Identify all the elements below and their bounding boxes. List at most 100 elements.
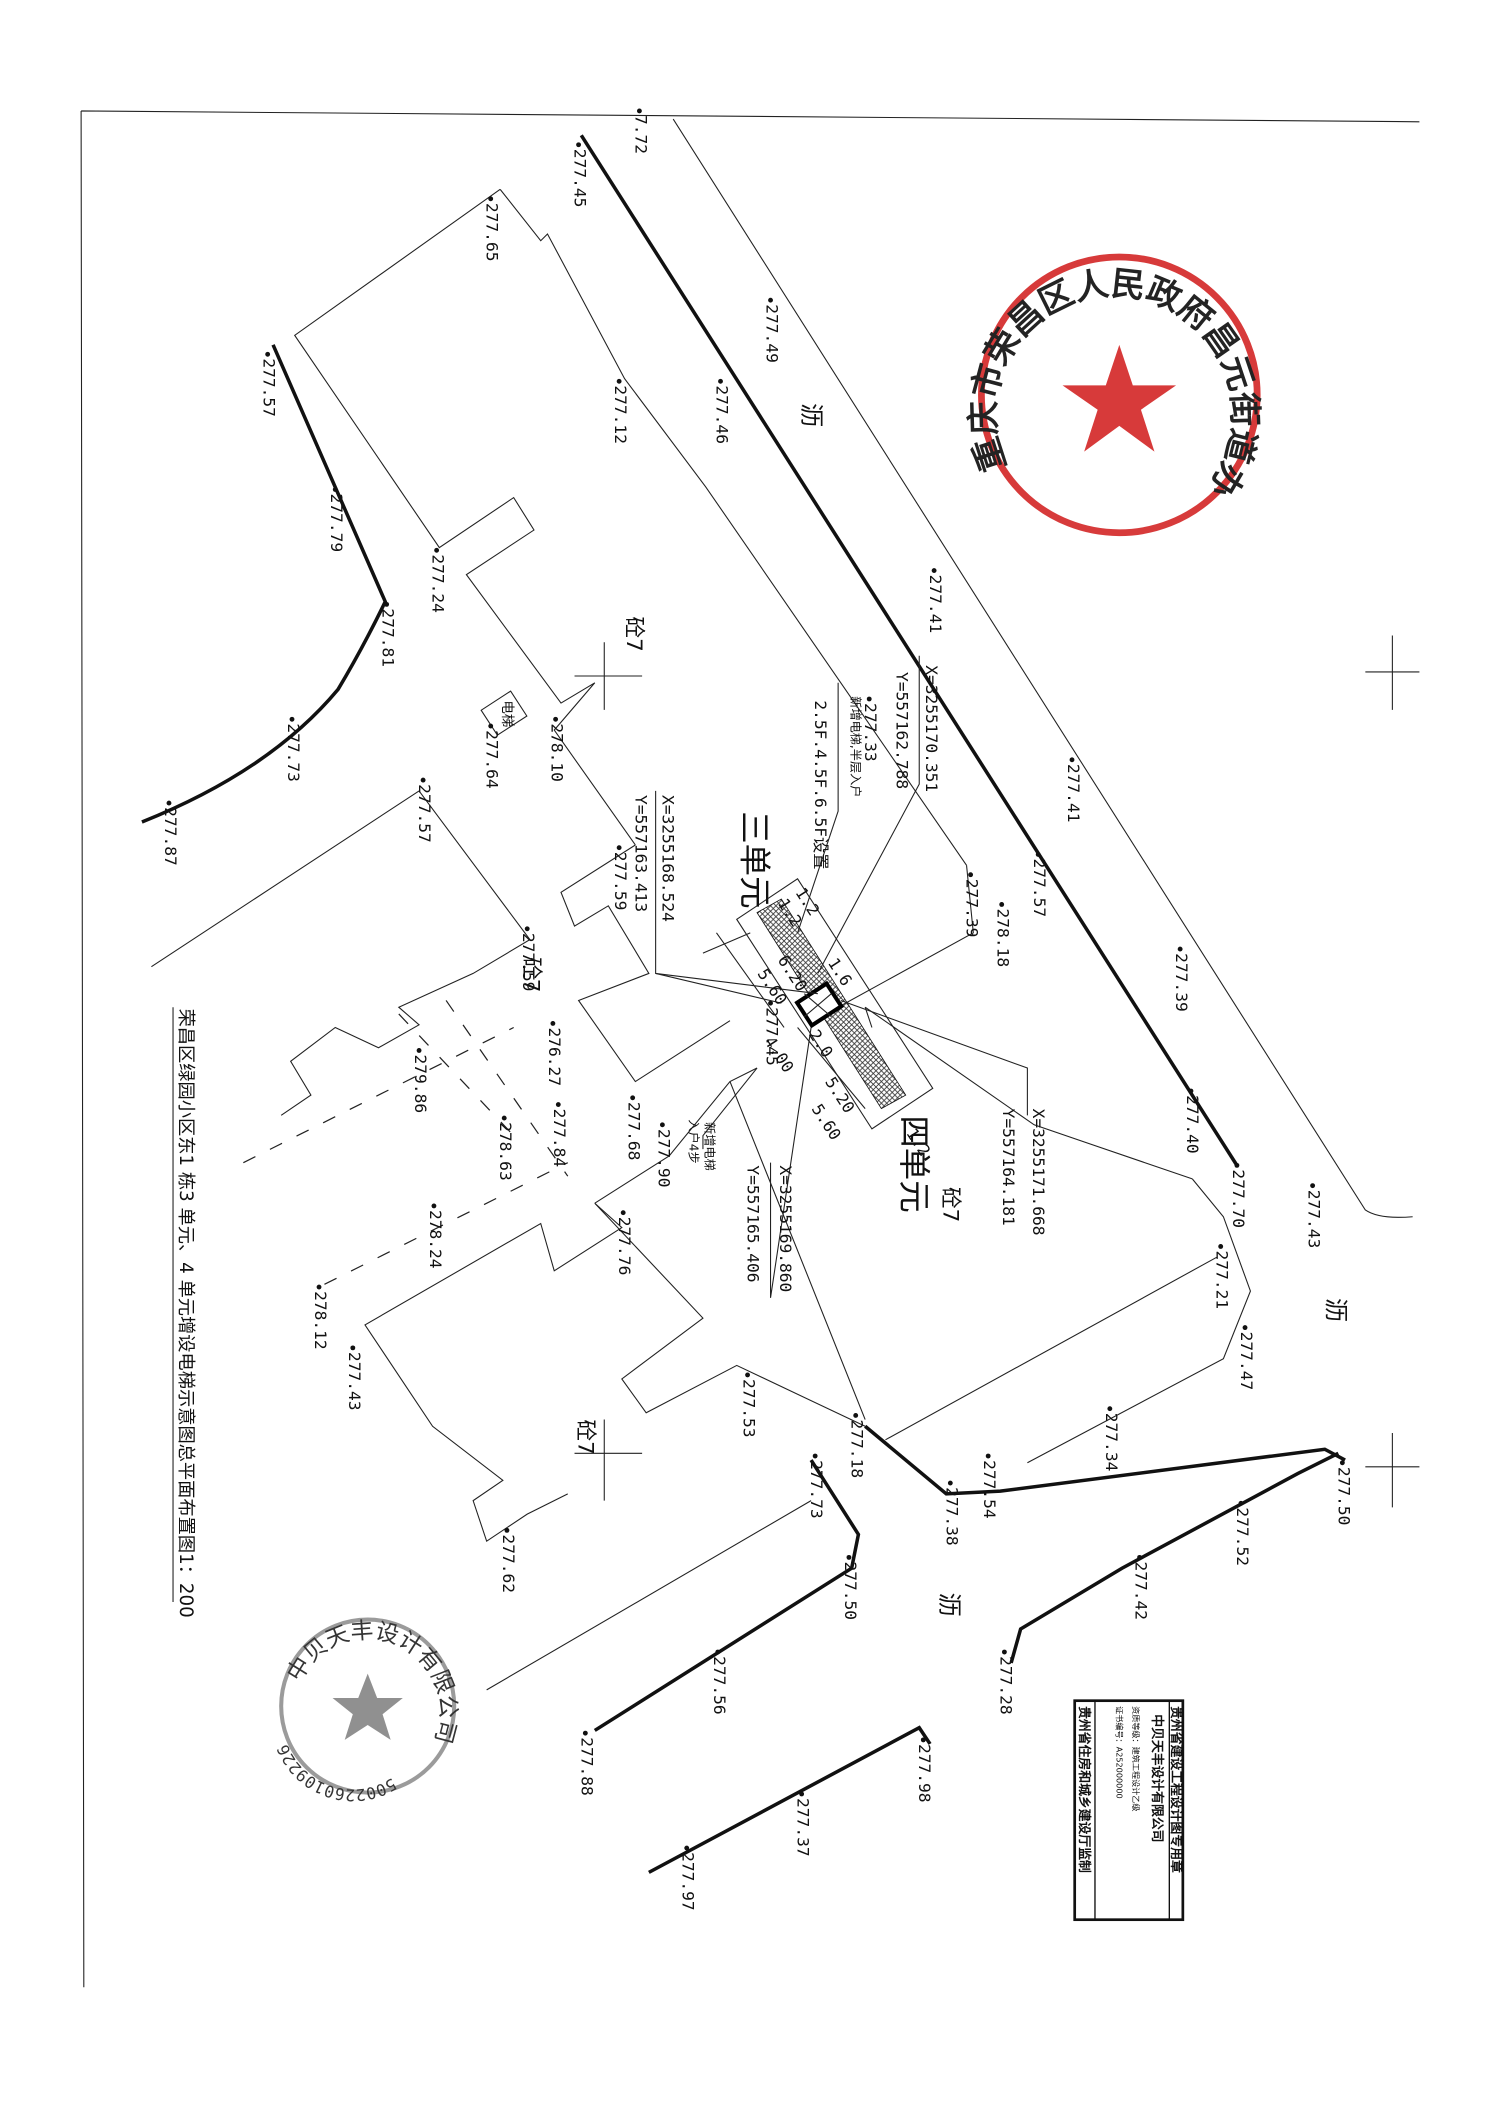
survey-point [1242,1325,1248,1331]
survey-point [745,1372,750,1378]
elevation-label: 277.41 [1064,764,1083,823]
survey-point [659,1122,665,1128]
survey-point [616,378,622,384]
building-outlines [151,188,1217,1691]
surface-label-concrete: 砼7 [519,957,544,992]
elevation-label: 277.57 [415,784,434,843]
survey-point [999,902,1005,907]
stamp-header: 贵州省建设工程设计图专用章 [1168,1706,1184,1873]
elevation-label: 278.63 [496,1122,515,1181]
coord-y: Y=557165.406 [744,1165,763,1282]
surface-label-concrete: 砼7 [573,1420,598,1455]
elevation-label: 278.18 [994,909,1013,968]
coord-y: Y=557162.788 [892,672,911,789]
survey-point [812,1453,818,1459]
elevation-label: 277.57 [1030,859,1049,918]
leader-lines [655,655,1028,1298]
grid-crosshair-marks [574,635,1420,1508]
elevation-label: 277.50 [1334,1467,1353,1526]
company-seal: 中贝天丰设计有限公司 5002260109226 [273,1617,461,1805]
unit-3-label: 三单元 [736,811,774,908]
survey-point [384,601,390,607]
drawing-title: 荣昌区绿园小区东1 栋3 单元、4 单元增设电梯示意图总平面布置图1：200 [175,1009,196,1618]
elevation-label: 279.86 [411,1055,430,1114]
survey-point [488,723,494,729]
survey-point [684,1845,690,1851]
elevation-label: 277.41 [926,575,945,634]
elevation-label: 277.53 [740,1379,759,1438]
elevation-label: 277.65 [483,203,502,262]
elevation-label: 277.68 [625,1102,644,1161]
elevation-label: 277.21 [1213,1251,1232,1310]
elevation-label: 277.46 [712,385,731,444]
elevation-label: 277.33 [861,703,880,762]
new-elevator-plan [655,878,934,1130]
elevation-label: 277.54 [980,1460,999,1519]
unit-4-label: 四单元 [895,1115,933,1212]
elevation-label: 276.27 [545,1027,564,1086]
survey-point [265,351,271,357]
elevation-label: 277.28 [996,1656,1015,1715]
survey-point [576,142,582,148]
boundary-dashes [243,1000,569,1285]
stamp-line: 证书编号：A252000000 [1115,1706,1125,1799]
elevator-room-label: 电梯 [499,700,515,727]
elevation-label: 277.45 [571,149,590,208]
survey-point [968,872,974,878]
elevation-label: 277.62 [499,1534,518,1593]
elevation-label: 277.39 [1172,953,1191,1012]
survey-point [620,1210,626,1216]
elevation-label: 277.73 [284,723,303,782]
elevation-label: 277.64 [483,730,502,789]
surface-label-asphalt: 沥 [935,1593,964,1617]
survey-point [501,1115,507,1121]
survey-point [1310,1183,1316,1189]
coord-x: X=3255168.524 [658,795,677,922]
government-seal: 重庆市荣昌区人民政府昌元街道办事处 [0,0,1265,537]
surface-label-concrete: 砼7 [938,1187,963,1222]
elevation-label: 277.97 [679,1852,698,1911]
survey-point [866,696,872,702]
survey-point [553,716,559,722]
survey-point [616,845,622,851]
company-seal-number: 5002260109226 [273,1742,399,1805]
drawing-frame [80,110,1420,1988]
survey-point [768,297,773,303]
survey-point [350,1345,356,1351]
elevator-note: 新增电梯,半层入户 [849,696,864,797]
elevation-label: 7.72 [631,115,650,154]
elevation-label: 277.52 [1233,1507,1252,1566]
elevation-label: 277.59 [611,852,630,911]
survey-point [947,1480,953,1486]
elevation-label: 277.57 [260,358,279,417]
survey-point [1188,1088,1194,1094]
elevation-label: 277.18 [848,1420,867,1479]
survey-point [550,1021,556,1026]
design-stamp: 贵州省建设工程设计图专用章 中贝天丰设计有限公司 资质等级：建筑工程设计乙级 证… [1073,1699,1185,1922]
elevation-label: 277.43 [1305,1190,1324,1249]
survey-point [166,800,172,806]
elevation-label: 277.76 [615,1217,634,1276]
survey-point [799,1791,805,1797]
survey-point [715,1649,721,1655]
survey-point [718,378,723,384]
elevation-label: 278.24 [426,1210,445,1269]
survey-point [985,1453,991,1459]
coord-y: Y=557163.413 [631,795,650,912]
elevation-label: 277.47 [1237,1332,1256,1391]
elevator-note: 新增电梯 [703,1122,718,1171]
survey-point [332,487,338,492]
survey-point [920,1737,926,1743]
survey-point [289,716,295,722]
elevation-label: 277.45 [762,1007,781,1066]
elevation-label: 277.98 [915,1744,934,1803]
survey-point [582,1730,588,1736]
elevation-label: 277.56 [710,1656,729,1715]
elevation-label: 277.50 [841,1561,860,1620]
elevation-label: 277.38 [942,1487,961,1546]
coord-x: X=3255169.860 [776,1165,795,1292]
survey-point [1234,1162,1240,1168]
stamp-company: 中贝天丰设计有限公司 [1149,1714,1165,1842]
survey-point [1218,1244,1224,1249]
